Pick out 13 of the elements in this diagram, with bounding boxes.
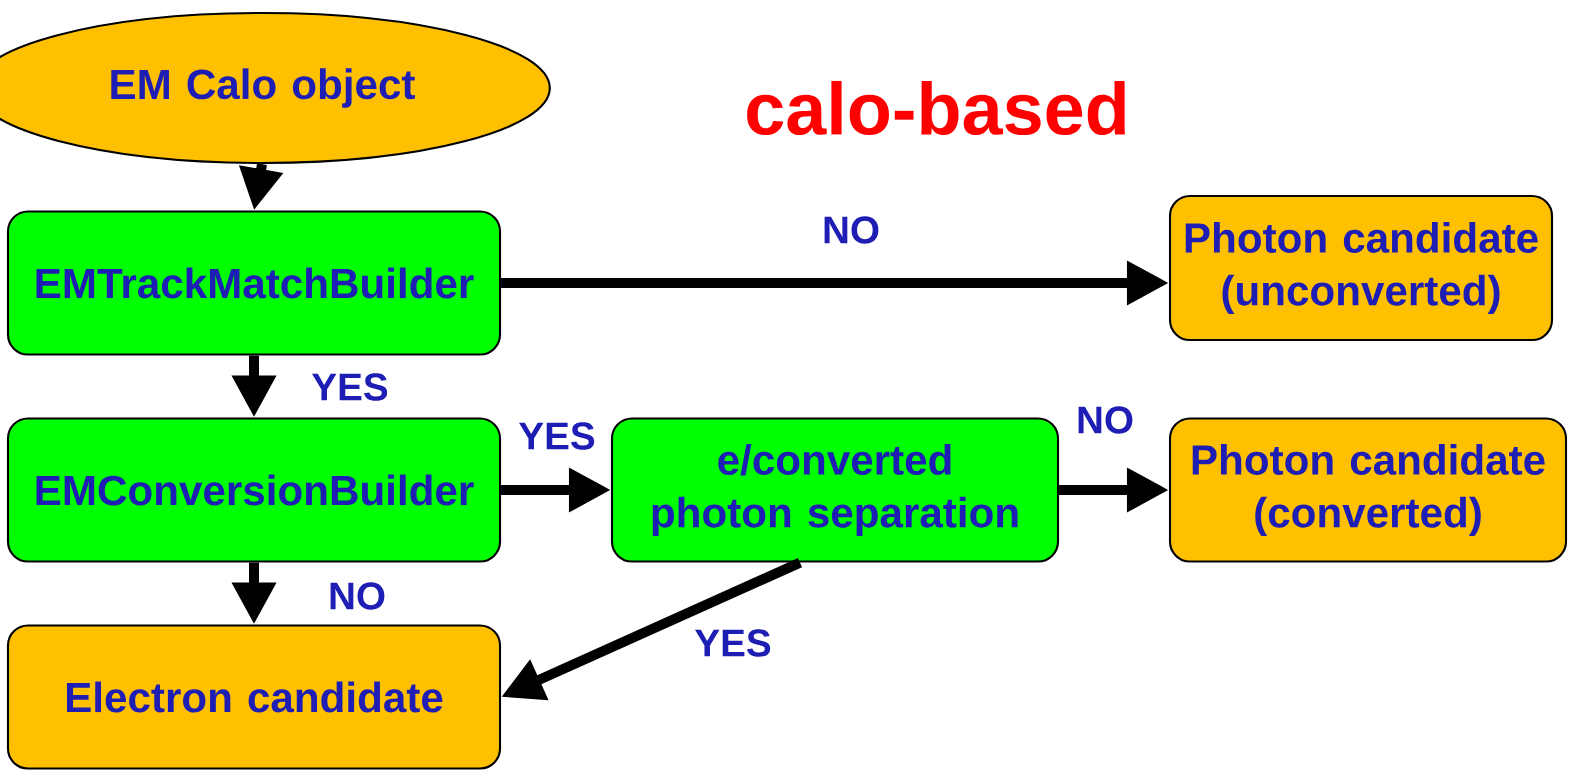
process-box: EMTrackMatchBuilder bbox=[6, 210, 502, 356]
edge-label: NO bbox=[818, 212, 884, 248]
edge-label: YES bbox=[514, 418, 600, 454]
process-box: e/converted photon separation bbox=[610, 417, 1060, 563]
process-box: Photon candidate (unconverted) bbox=[1168, 194, 1554, 342]
edge-label: NO bbox=[324, 578, 390, 614]
edge-label: NO bbox=[1072, 402, 1138, 438]
edge-label: YES bbox=[690, 625, 776, 661]
process-box: EMConversionBuilder bbox=[6, 417, 502, 563]
edge-label: YES bbox=[307, 369, 393, 405]
process-box: Electron candidate bbox=[6, 624, 502, 770]
process-box: Photon candidate (converted) bbox=[1168, 417, 1568, 563]
title: calo-based bbox=[747, 80, 1125, 136]
